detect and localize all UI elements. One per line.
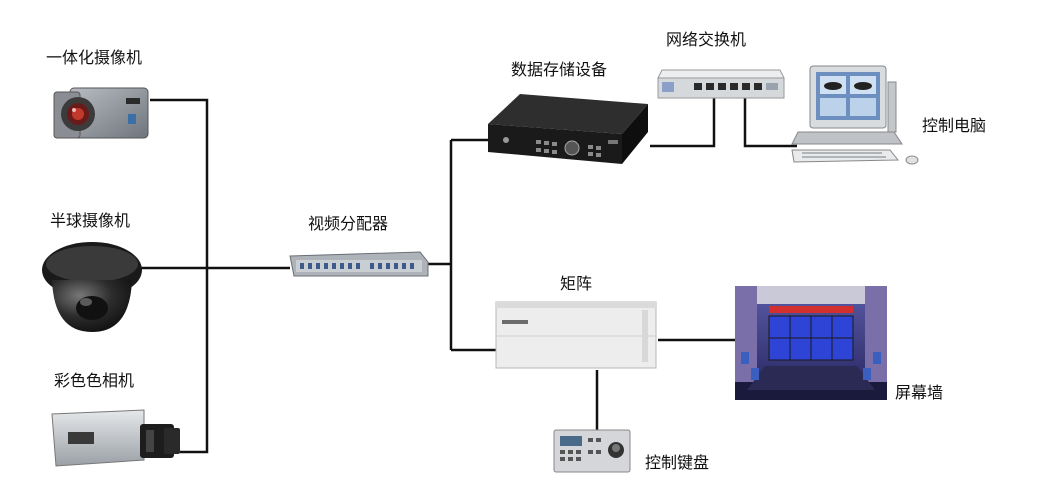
wire-camera1 <box>150 98 209 454</box>
label-dome-camera: 半球摄像机 <box>50 211 131 230</box>
computer-icon <box>791 65 919 165</box>
label-matrix: 矩阵 <box>560 274 593 293</box>
box-camera-icon <box>53 87 149 139</box>
splitter-icon <box>289 251 429 277</box>
wire-storage-switch <box>650 92 716 148</box>
label-integrated-camera: 一体化摄像机 <box>46 48 143 67</box>
wire-switch-pc <box>743 92 797 148</box>
switch-icon <box>657 69 785 99</box>
dome-camera-icon <box>42 242 142 332</box>
dvr-icon <box>488 94 648 164</box>
label-video-wall: 屏幕墙 <box>895 383 944 402</box>
video-wall-icon <box>735 286 887 400</box>
keyboard-icon <box>553 429 631 473</box>
label-color-camera: 彩色色相机 <box>54 371 135 390</box>
label-network-switch: 网络交换机 <box>666 30 747 49</box>
matrix-icon <box>495 301 657 369</box>
label-control-pc: 控制电脑 <box>922 116 987 135</box>
label-control-keyboard: 控制键盘 <box>645 453 710 472</box>
label-video-splitter: 视频分配器 <box>308 214 389 233</box>
bullet-camera-icon <box>51 409 180 467</box>
label-data-storage: 数据存储设备 <box>511 60 608 79</box>
